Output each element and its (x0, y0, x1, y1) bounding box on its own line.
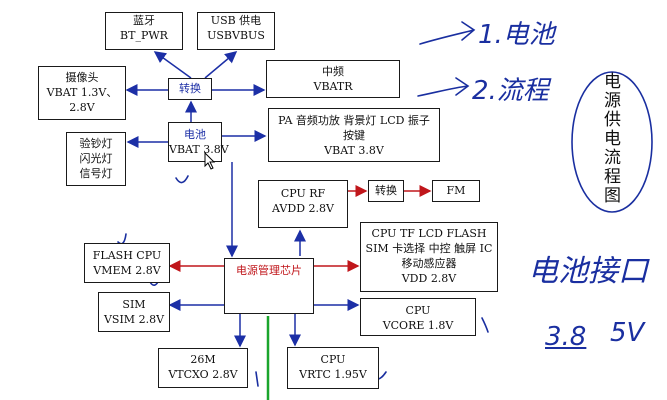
fm-block: FM (432, 180, 480, 202)
sim-label: SIM (122, 298, 146, 311)
if-label: 中频 (322, 65, 344, 78)
flash-led-block: 验钞灯 闪光灯 信号灯 (66, 132, 126, 186)
cpu-group-label-1: CPU TF LCD FLASH (371, 227, 487, 240)
pa-block: PA 音频功放 背景灯 LCD 振子 按键 VBAT 3.8V (268, 108, 440, 162)
pa-label-2: 按键 (343, 129, 365, 142)
vrtc-voltage: VRTC 1.95V (299, 368, 367, 381)
cpu-rf-block: CPU RF AVDD 2.8V (258, 180, 348, 228)
usb-block: USB 供电 USBVBUS (197, 12, 275, 50)
vcore-voltage: VCORE 1.8V (382, 319, 454, 332)
bluetooth-signal: BT_PWR (120, 29, 168, 42)
sim-block: SIM VSIM 2.8V (98, 292, 170, 332)
flash-led-label-3: 信号灯 (79, 167, 113, 180)
converter-fm-label: 转换 (375, 184, 397, 197)
cpu-group-label-3: 移动感应器 (401, 257, 457, 270)
vrtc-label: CPU (320, 353, 346, 366)
camera-block: 摄像头 VBAT 1.3V、 2.8V (38, 66, 126, 120)
vcore-block: CPU VCORE 1.8V (360, 298, 476, 336)
converter-top: 转换 (168, 78, 212, 100)
side-title: 电源供电流程图 (600, 72, 620, 205)
battery-voltage: VBAT 3.8V (169, 143, 229, 156)
hand-arrow-2 (417, 77, 470, 97)
clk26m-block: 26M VTCXO 2.8V (158, 348, 248, 388)
vrtc-block: CPU VRTC 1.95V (287, 347, 379, 389)
converter-fm: 转换 (368, 180, 404, 202)
clk26m-voltage: VTCXO 2.8V (168, 368, 238, 381)
wire-to-bluetooth (153, 51, 192, 79)
usb-signal: USBVBUS (207, 29, 265, 42)
flash-led-label-2: 闪光灯 (79, 152, 113, 165)
camera-voltage: VBAT 1.3V、 (46, 86, 118, 99)
vcore-label: CPU (405, 304, 431, 317)
cpu-group-block: CPU TF LCD FLASH SIM 卡选择 中控 触屏 IC 移动感应器 … (360, 222, 498, 292)
sim-voltage: VSIM 2.8V (103, 313, 165, 326)
battery-label: 电池 (184, 128, 206, 141)
flash-led-label-1: 验钞灯 (79, 137, 113, 150)
hand-note-battery: 1.电池 (478, 20, 555, 50)
if-signal: VBATR (313, 80, 353, 93)
hand-arrow-1 (419, 21, 476, 45)
flash-cpu-voltage: VMEM 2.8V (93, 264, 161, 277)
converter-top-label: 转换 (179, 82, 201, 95)
if-block: 中频 VBATR (266, 60, 400, 98)
hand-note-interface: 电池接口 (528, 254, 648, 289)
fm-label: FM (446, 184, 466, 197)
cpu-rf-voltage: AVDD 2.8V (272, 202, 334, 215)
battery-block: 电池 VBAT 3.8V (168, 122, 229, 162)
bluetooth-block: 蓝牙 BT_PWR (105, 12, 183, 50)
usb-label: USB 供电 (210, 14, 262, 27)
pa-voltage: VBAT 3.8V (324, 144, 384, 157)
cpu-group-label-2: SIM 卡选择 中控 触屏 IC (365, 242, 493, 255)
flash-cpu-label: FLASH CPU (92, 249, 162, 262)
clk26m-label: 26M (190, 353, 216, 366)
hand-voltage-a: 3.8 (545, 322, 587, 352)
flash-cpu-block: FLASH CPU VMEM 2.8V (84, 243, 170, 283)
hand-voltage-b: 5V (610, 318, 645, 348)
pmic-block: 电源管理芯片 (224, 258, 314, 314)
mouse-cursor-icon (204, 152, 216, 170)
camera-voltage-2: 2.8V (69, 101, 95, 114)
hand-note-flow: 2.流程 (472, 76, 549, 106)
cpu-rf-label: CPU RF (280, 187, 326, 200)
bluetooth-label: 蓝牙 (133, 14, 155, 27)
pmic-label: 电源管理芯片 (236, 264, 302, 277)
hand-circle (571, 71, 653, 213)
camera-label: 摄像头 (65, 71, 99, 84)
pa-label: PA 音频功放 背景灯 LCD 振子 (278, 114, 430, 127)
cpu-group-voltage: VDD 2.8V (401, 272, 457, 285)
wire-to-usb (204, 51, 238, 79)
